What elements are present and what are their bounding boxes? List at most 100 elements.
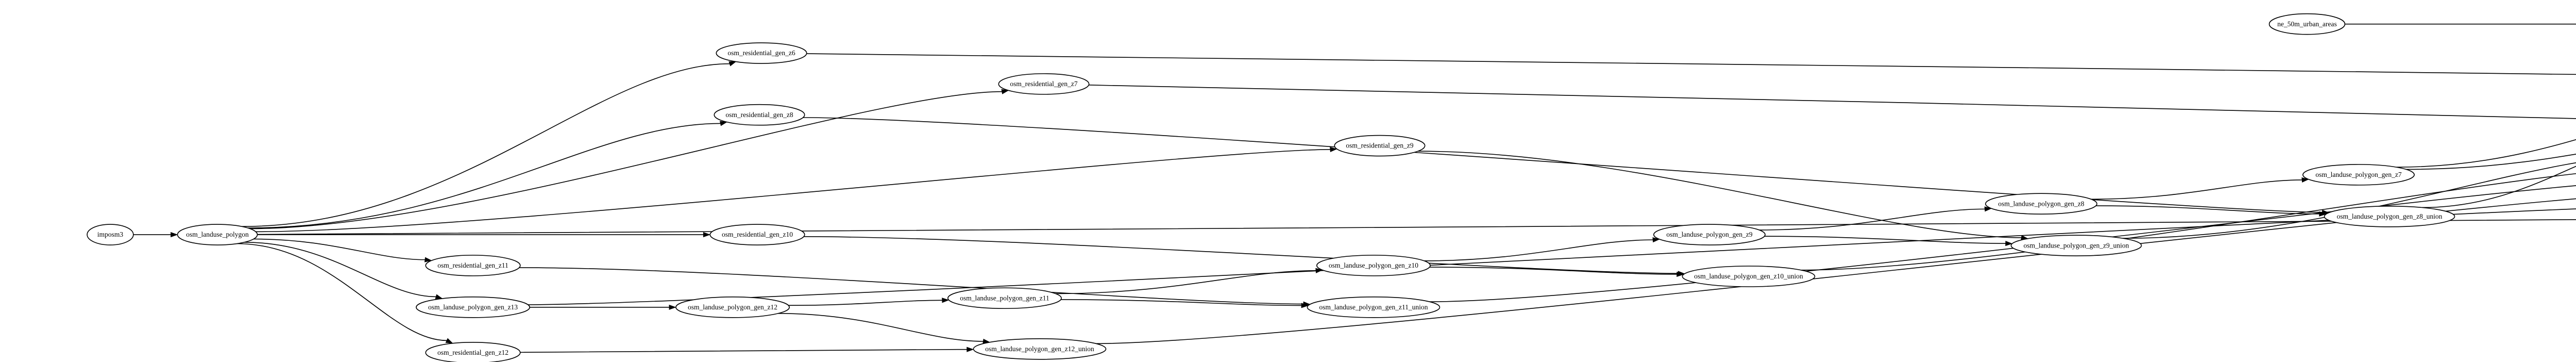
node-label: osm_residential_gen_z12 [437,349,509,356]
graph-edge [1096,198,2576,344]
graph-node-osm-landuse-polygon-gen-z10-union[interactable]: osm_landuse_polygon_gen_z10_union [1682,266,1816,287]
node-label: osm_landuse_polygon_gen_z12_union [985,345,1094,353]
graph-edge [1429,267,1677,275]
graph-edge [257,219,2576,235]
graph-node-osm-residential-gen-z6[interactable]: osm_residential_gen_z6 [716,42,807,64]
node-ellipse [2302,164,2415,186]
edge-arrowhead [2301,177,2309,183]
edge-arrowhead [719,121,727,126]
graph-node-osm-residential-gen-z12[interactable]: osm_residential_gen_z12 [425,342,521,362]
node-label: osm_landuse_polygon_gen_z8_union [2337,212,2443,220]
node-label: osm_landuse_polygon_gen_z13 [428,303,518,311]
node-ellipse [714,104,805,126]
graph-node-osm-landuse-polygon[interactable]: osm_landuse_polygon [177,224,258,245]
graph-edge [236,243,447,341]
edge-arrowhead [2005,241,2013,246]
graph-node-osm-landuse-polygon-gen-z9-union[interactable]: osm_landuse_polygon_gen_z9_union [2010,235,2142,256]
graph-node-osm-landuse-polygon-gen-z8[interactable]: osm_landuse_polygon_gen_z8 [1985,193,2097,215]
node-ellipse [177,224,258,245]
node-ellipse [2010,235,2142,256]
node-label: osm_residential_gen_z10 [722,231,793,238]
graph-edge [253,238,425,260]
graph-edge [788,300,942,306]
graph-node-osm-residential-gen-z8[interactable]: osm_residential_gen_z8 [714,104,805,126]
node-label: osm_residential_gen_z8 [725,111,793,119]
graph-edge [803,117,2323,213]
node-ellipse [1682,266,1816,287]
graph-node-imposm3[interactable]: imposm3 [87,224,134,245]
node-label: osm_landuse_polygon_gen_z8 [1998,200,2084,207]
edge-arrowhead [703,232,711,238]
node-label: osm_landuse_polygon_gen_z11_union [1319,303,1428,311]
node-ellipse [1316,255,1431,276]
edge-arrowhead [171,232,178,238]
graph-node-osm-landuse-polygon-gen-z13[interactable]: osm_landuse_polygon_gen_z13 [416,297,530,318]
edge-arrowhead [1315,268,1323,273]
graph-node-osm-landuse-polygon-gen-z12[interactable]: osm_landuse_polygon_gen_z12 [675,297,790,318]
graph-edge [1801,173,2576,271]
graph-node-osm-landuse-polygon-gen-z12-union[interactable]: osm_landuse_polygon_gen_z12_union [973,338,1107,360]
edges-layer [133,23,2576,353]
edge-arrowhead [1303,301,1311,307]
edge-arrowhead [1001,89,1009,94]
node-label: osm_landuse_polygon_gen_z7 [2315,171,2401,178]
graph-edge [1418,151,2022,238]
graph-edge [256,149,1330,233]
node-ellipse [947,287,1062,309]
graph-node-osm-residential-gen-z10[interactable]: osm_residential_gen_z10 [709,224,805,245]
node-ellipse [425,342,521,362]
edge-arrowhead [669,304,676,310]
graph-node-osm-landuse-polygon-gen-z11[interactable]: osm_landuse_polygon_gen_z11 [947,287,1062,309]
node-label: osm_residential_gen_z9 [1346,142,1413,150]
node-label: osm_residential_gen_z7 [1010,80,1077,88]
graph-node-osm-residential-gen-z7[interactable]: osm_residential_gen_z7 [998,73,1090,95]
node-ellipse [1985,193,2097,215]
node-label: osm_landuse_polygon [186,231,249,238]
node-label: osm_landuse_polygon_gen_z9 [1666,231,1752,238]
node-label: osm_landuse_polygon_gen_z11 [960,294,1049,302]
node-label: osm_landuse_polygon_gen_z10_union [1694,272,1803,280]
graph-edge [1061,299,1302,306]
graph-edge [247,123,721,228]
node-ellipse [716,42,807,64]
node-ellipse [2268,13,2346,35]
graph-node-osm-landuse-polygon-gen-z8-union[interactable]: osm_landuse_polygon_gen_z8_union [2324,206,2455,227]
node-ellipse [87,224,134,245]
node-label: osm_residential_gen_z11 [437,261,508,269]
node-label: imposm3 [97,231,124,238]
node-label: osm_landuse_polygon_gen_z10 [1329,261,1418,269]
edge-arrowhead [1677,271,1685,276]
graph-node-osm-residential-gen-z11[interactable]: osm_residential_gen_z11 [425,255,521,276]
graph-node-osm-landuse-polygon-gen-z11-union[interactable]: osm_landuse_polygon_gen_z11_union [1307,297,1440,318]
graph-edge [242,63,730,227]
edge-arrowhead [942,298,950,303]
graph-edge [2396,139,2576,168]
node-ellipse [2324,206,2455,227]
graph-edge [1764,236,2006,244]
node-ellipse [709,224,805,245]
edge-arrowhead [1984,206,1992,212]
graph-node-osm-residential-gen-z9[interactable]: osm_residential_gen_z9 [1334,135,1426,157]
node-label: osm_landuse_polygon_gen_z12 [688,303,777,311]
edge-arrowhead [1652,237,1660,243]
graph-edge [1056,270,1316,294]
graph-node-osm-landuse-polygon-gen-z9[interactable]: osm_landuse_polygon_gen_z9 [1653,224,1766,245]
node-ellipse [973,338,1107,360]
graph-edge [2122,162,2576,239]
graph-edge [520,349,967,353]
node-ellipse [416,297,530,318]
graph-node-ne-50m-urban-areas[interactable]: ne_50m_urban_areas [2268,13,2346,35]
node-ellipse [425,255,521,276]
graph-edge [250,91,1002,229]
graph-node-osm-landuse-polygon-gen-z10[interactable]: osm_landuse_polygon_gen_z10 [1316,255,1431,276]
node-label: osm_landuse_polygon_gen_z9_union [2024,241,2129,249]
node-label: osm_residential_gen_z6 [727,49,795,57]
node-ellipse [998,73,1090,95]
node-ellipse [1653,224,1766,245]
graph-node-osm-landuse-polygon-gen-z7[interactable]: osm_landuse_polygon_gen_z7 [2302,164,2415,186]
graph-edge [2406,154,2576,170]
nodes-layer: imposm3 osm_landuse_polygon osm_residentia… [87,13,2455,362]
edge-arrowhead [967,347,974,352]
